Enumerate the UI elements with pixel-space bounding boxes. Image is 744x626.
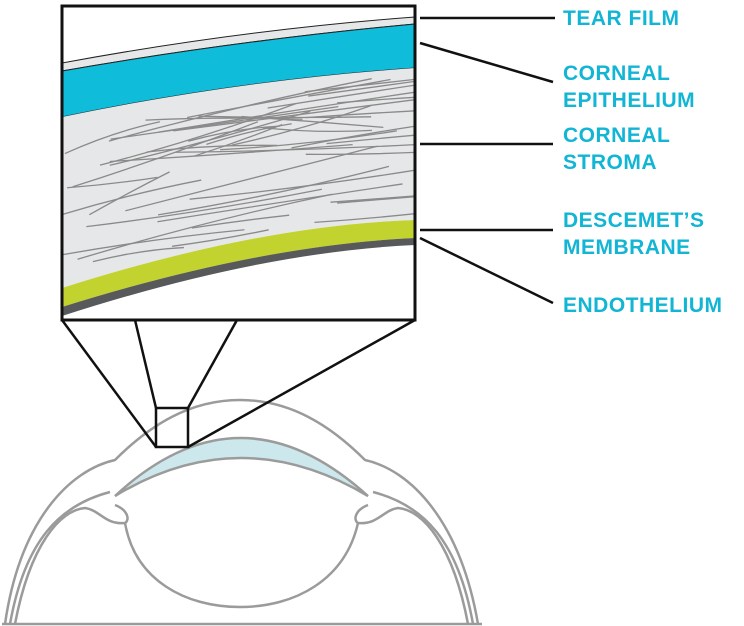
stroma-fiber <box>262 127 372 133</box>
label-corneal-stroma: CORNEAL STROMA <box>563 122 670 176</box>
stroma-fiber <box>110 105 339 140</box>
zoom-box <box>60 4 417 322</box>
stroma-fiber <box>220 130 397 151</box>
stroma-fiber <box>77 193 333 260</box>
descemets-membrane-layer <box>62 220 415 307</box>
eye-overview <box>2 398 482 626</box>
stroma-fiber <box>206 123 292 145</box>
pointer-epithelium <box>419 41 554 84</box>
label-descemets-membrane: DESCEMET’S MEMBRANE <box>563 207 705 261</box>
zoom-connector-lines <box>60 318 416 449</box>
stroma-fiber <box>337 195 415 204</box>
stroma-fiber <box>189 169 415 200</box>
stroma-fiber <box>191 214 290 229</box>
stroma-fiber <box>92 246 184 263</box>
stroma-fiber <box>86 188 323 228</box>
stroma-fiber <box>158 91 415 133</box>
label-line: STROMA <box>563 151 657 174</box>
label-corneal-epithelium: CORNEAL EPITHELIUM <box>563 60 695 114</box>
label-line: EPITHELIUM <box>563 89 696 112</box>
stroma-fiber <box>304 78 415 93</box>
stroma-fiber <box>231 105 371 146</box>
stroma-fiber <box>62 179 202 216</box>
stroma-fiber <box>337 96 415 104</box>
stroma-fiber <box>64 121 161 155</box>
label-endothelium: ENDOTHELIUM <box>563 294 723 317</box>
stroma-fiber <box>198 115 372 119</box>
stroma-fiber <box>187 78 391 119</box>
stroma-fiber <box>145 117 303 121</box>
cornea-cross-section <box>62 16 415 316</box>
stroma-fibers <box>62 78 415 263</box>
stroma-fiber <box>326 134 415 145</box>
stroma-fiber <box>157 165 390 216</box>
stroma-fiber <box>171 229 269 247</box>
stroma-fiber <box>109 143 353 163</box>
stroma-fiber <box>99 102 297 166</box>
stroma-fiber <box>305 151 415 156</box>
stroma-fiber <box>330 195 415 203</box>
label-line: DESCEMET’S <box>563 209 705 232</box>
label-line: MEMBRANE <box>563 236 691 259</box>
stroma-fiber <box>146 144 278 153</box>
label-line: CORNEAL <box>563 62 671 85</box>
stroma-fiber <box>305 110 415 119</box>
stroma-fiber <box>291 125 415 149</box>
stroma-fiber <box>67 176 158 189</box>
endothelium-layer <box>62 238 415 316</box>
stroma-fiber <box>72 121 259 188</box>
pointer-lines <box>419 16 555 305</box>
stroma-fiber <box>308 80 415 97</box>
stroma-fiber <box>194 123 283 157</box>
stroma-fiber <box>89 171 170 216</box>
pointer-endothelium <box>419 236 554 305</box>
stroma-fiber <box>173 99 415 132</box>
stroma-fiber <box>157 183 403 223</box>
stroma-fiber <box>108 78 372 142</box>
label-line: CORNEAL <box>563 124 671 147</box>
stroma-fiber <box>62 229 245 256</box>
magnified-region-marker <box>154 406 190 449</box>
label-tear-film: TEAR FILM <box>563 7 680 30</box>
